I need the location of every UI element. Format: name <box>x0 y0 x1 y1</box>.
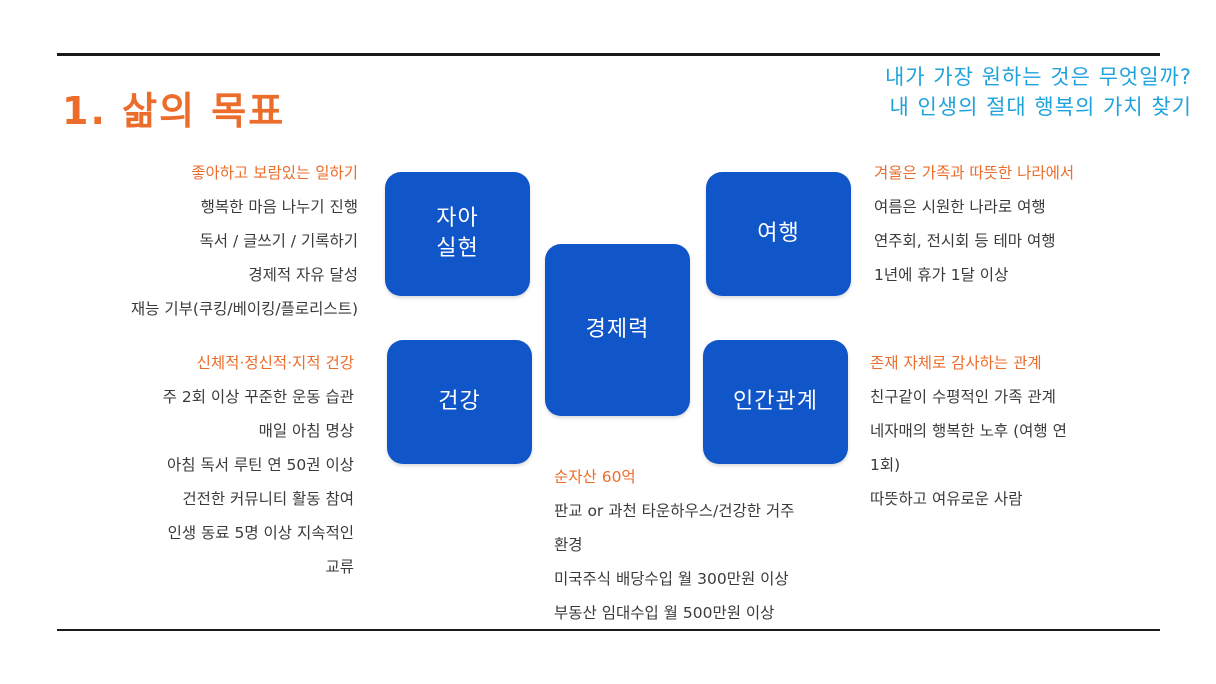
list-item: 여름은 시원한 나라로 여행 <box>874 198 1046 216</box>
box-travel: 여행 <box>706 172 851 296</box>
box-economy: 경제력 <box>545 244 690 416</box>
travel-heading: 겨울은 가족과 따뜻한 나라에서 <box>874 164 1075 182</box>
list-item: 독서 / 글쓰기 / 기록하기 <box>199 232 359 250</box>
list-item: 건전한 커뮤니티 활동 참여 <box>182 490 354 508</box>
list-item: 부동산 임대수입 월 500만원 이상 <box>554 604 775 622</box>
list-item: 1회) <box>870 456 901 474</box>
box-economy-label: 경제력 <box>585 317 650 342</box>
economy-list: 순자산 60억 판교 or 과천 타운하우스/건강한 거주 환경 미국주식 배당… <box>554 460 794 630</box>
question-line-1: 내가 가장 원하는 것은 무엇일까? <box>884 65 1192 89</box>
question-line-2: 내 인생의 절대 행복의 가치 찾기 <box>889 95 1192 119</box>
list-item: 판교 or 과천 타운하우스/건강한 거주 <box>554 502 795 520</box>
economy-heading: 순자산 60억 <box>554 468 636 486</box>
list-item: 친구같이 수평적인 가족 관계 <box>870 388 1056 406</box>
self-realization-heading: 좋아하고 보람있는 일하기 <box>191 164 358 182</box>
list-item: 재능 기부(쿠킹/베이킹/플로리스트) <box>130 300 358 318</box>
box-self-realization-label: 자아 실현 <box>436 206 479 261</box>
guiding-question: 내가 가장 원하는 것은 무엇일까? 내 인생의 절대 행복의 가치 찾기 <box>885 62 1192 122</box>
travel-list: 겨울은 가족과 따뜻한 나라에서 여름은 시원한 나라로 여행 연주회, 전시회… <box>874 156 1074 292</box>
list-item: 미국주식 배당수입 월 300만원 이상 <box>554 570 789 588</box>
top-divider <box>57 53 1160 56</box>
list-item: 네자매의 행복한 노후 (여행 연 <box>870 422 1067 440</box>
box-travel-label: 여행 <box>757 221 800 246</box>
box-relationships-label: 인간관계 <box>733 389 818 414</box>
list-item: 인생 동료 5명 이상 지속적인 <box>167 524 354 542</box>
list-item: 환경 <box>554 536 583 554</box>
list-item: 교류 <box>325 558 354 576</box>
list-item: 주 2회 이상 꾸준한 운동 습관 <box>162 388 354 406</box>
list-item: 매일 아침 명상 <box>258 422 354 440</box>
box-relationships: 인간관계 <box>703 340 848 464</box>
list-item: 따뜻하고 여유로운 사람 <box>870 490 1023 508</box>
bottom-divider <box>57 629 1160 631</box>
box-health: 건강 <box>387 340 532 464</box>
relationships-heading: 존재 자체로 감사하는 관계 <box>870 354 1042 372</box>
list-item: 아침 독서 루틴 연 50권 이상 <box>167 456 354 474</box>
health-list: 신체적·정신적·지적 건강 주 2회 이상 꾸준한 운동 습관 매일 아침 명상… <box>163 346 354 584</box>
list-item: 연주회, 전시회 등 테마 여행 <box>874 232 1056 250</box>
box-self-realization: 자아 실현 <box>385 172 530 296</box>
box-health-label: 건강 <box>438 389 481 414</box>
list-item: 경제적 자유 달성 <box>248 266 358 284</box>
list-item: 1년에 휴가 1달 이상 <box>874 266 1009 284</box>
relationships-list: 존재 자체로 감사하는 관계 친구같이 수평적인 가족 관계 네자매의 행복한 … <box>870 346 1067 516</box>
self-realization-list: 좋아하고 보람있는 일하기 행복한 마음 나누기 진행 독서 / 글쓰기 / 기… <box>131 156 358 326</box>
list-item: 행복한 마음 나누기 진행 <box>200 198 358 216</box>
health-heading: 신체적·정신적·지적 건강 <box>196 354 354 372</box>
page-title: 1. 삶의 목표 <box>62 89 286 133</box>
